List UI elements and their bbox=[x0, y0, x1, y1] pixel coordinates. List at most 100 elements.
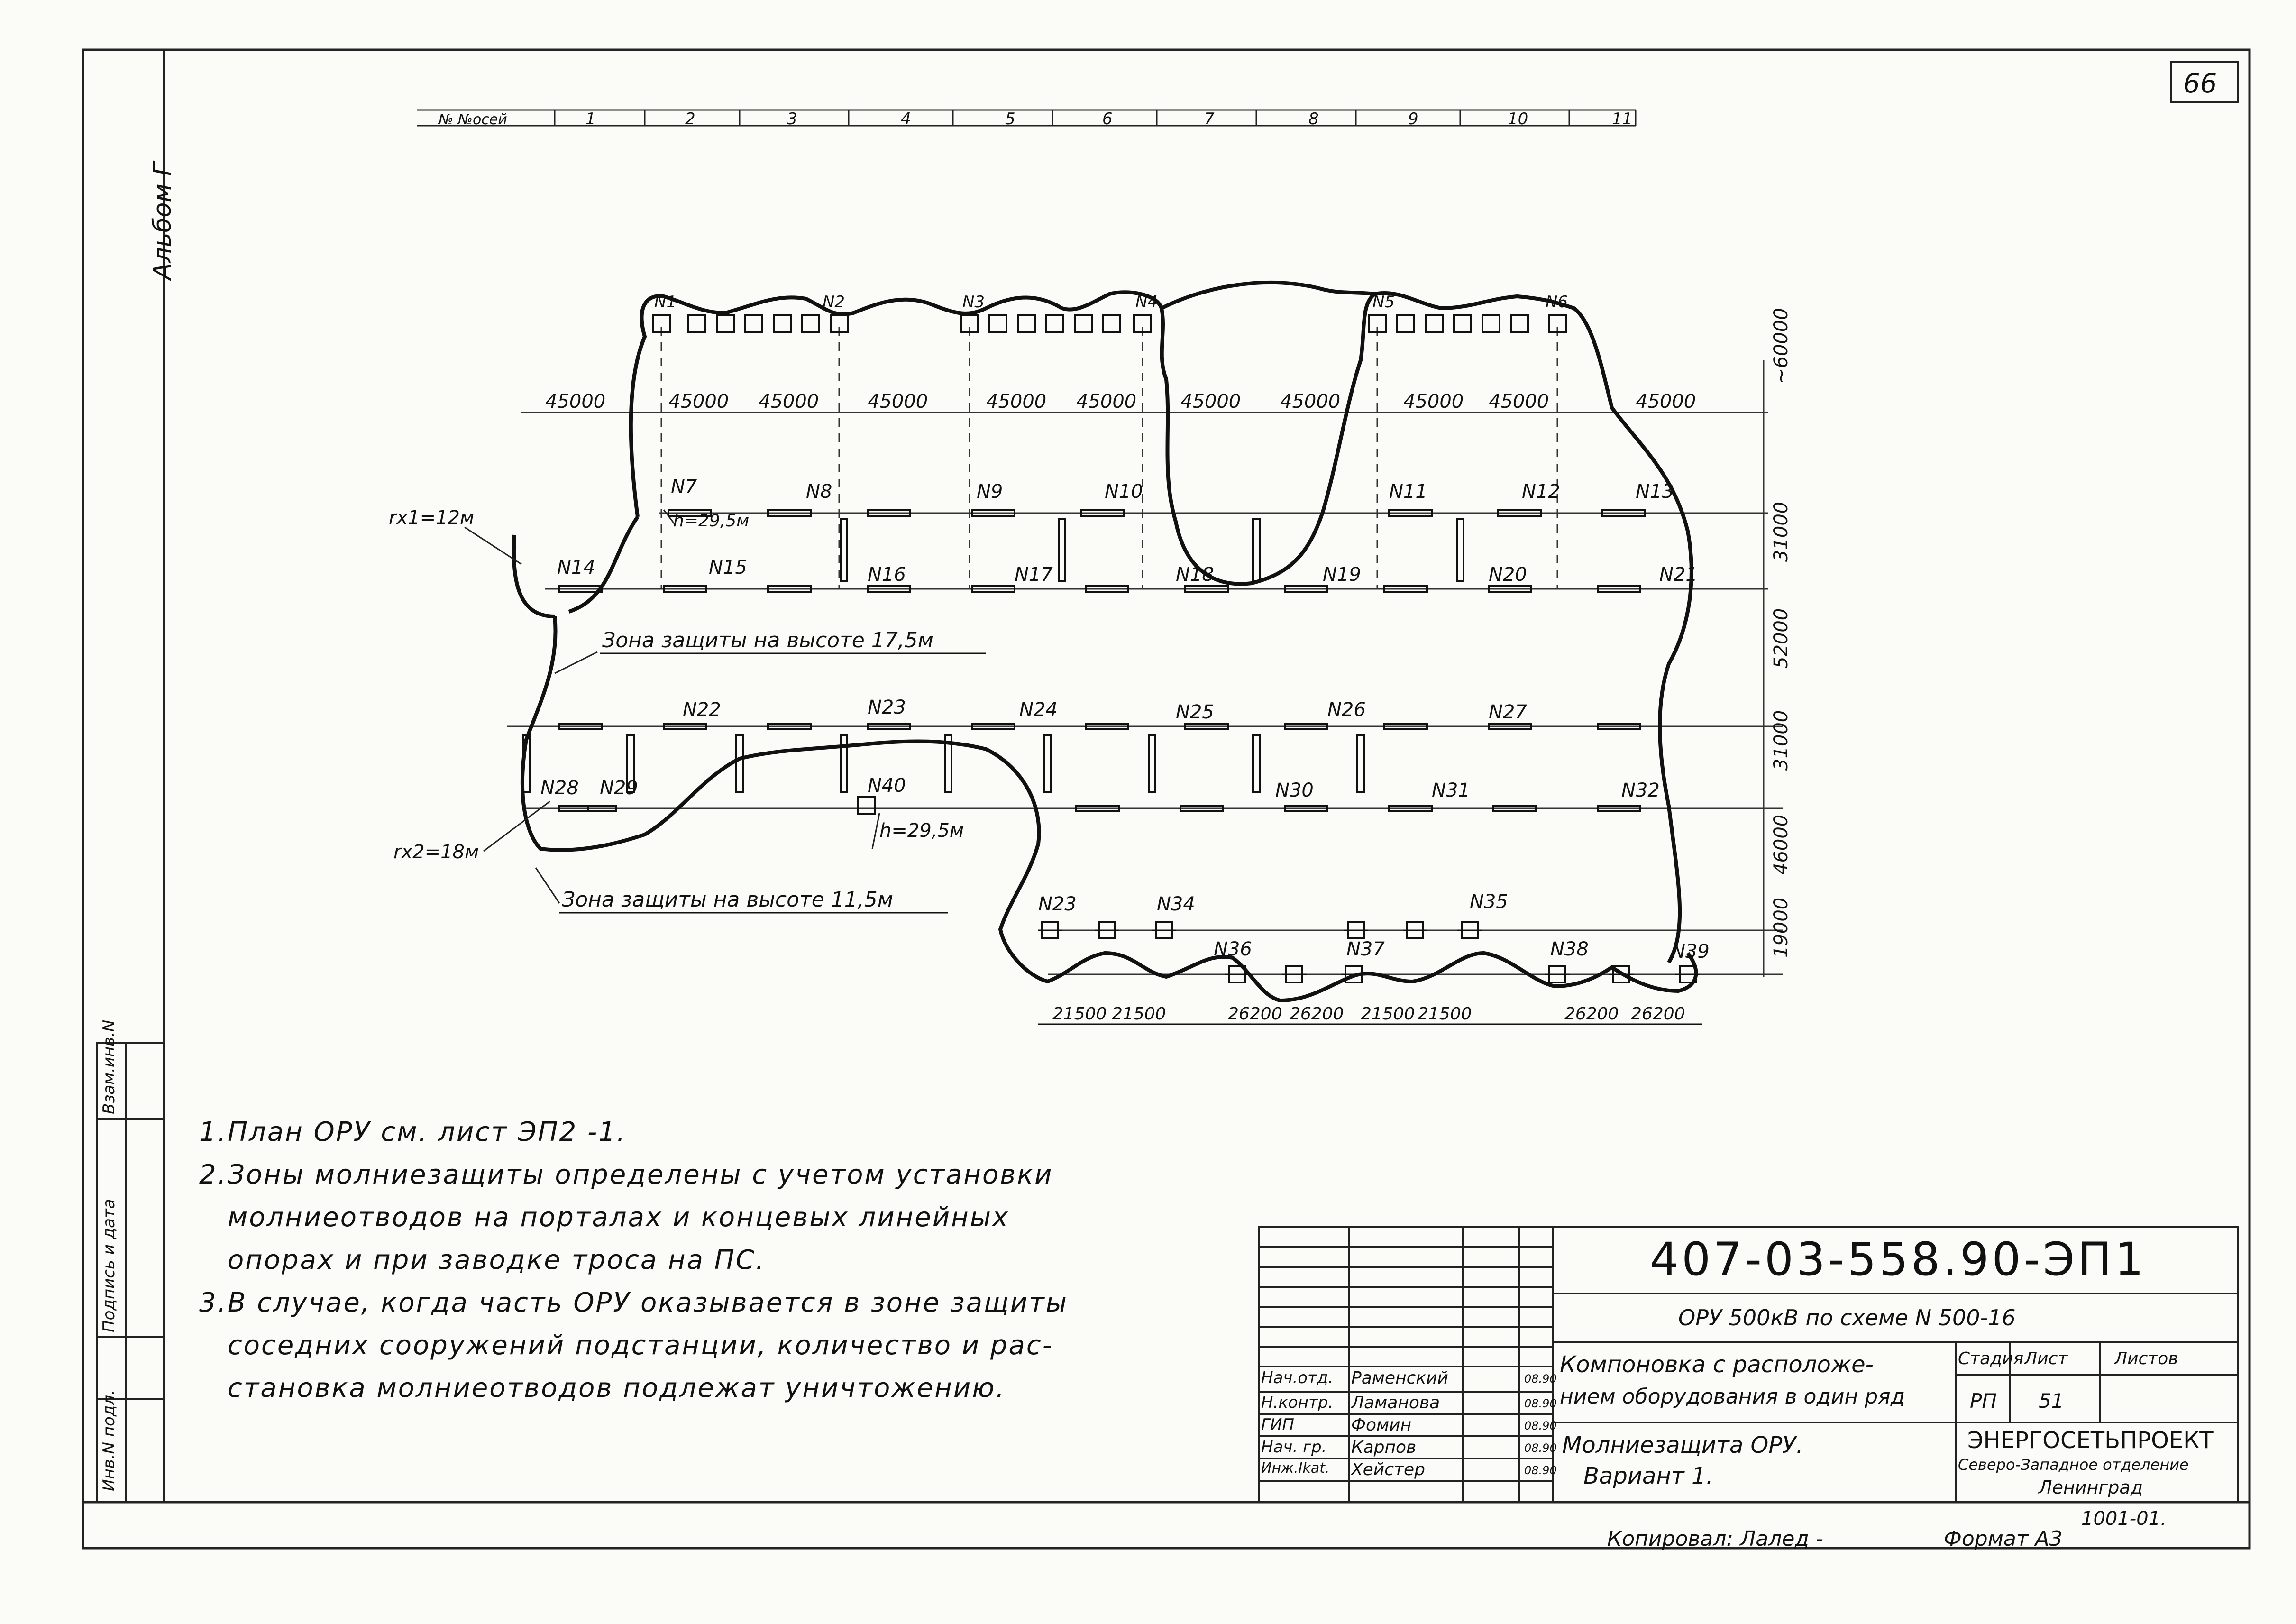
portal-square bbox=[1510, 314, 1529, 333]
radius-label-2: rx2=18м bbox=[393, 841, 479, 863]
rod-label-N11: N11 bbox=[1389, 481, 1427, 503]
bottom-dimension: 26200 bbox=[1564, 1004, 1619, 1024]
vertical-rod bbox=[1356, 734, 1365, 793]
bus-conductor bbox=[558, 723, 603, 730]
bus-conductor bbox=[663, 723, 707, 730]
person-role-5: Инж.Ikat. bbox=[1261, 1460, 1330, 1477]
bottom-dimension: 26200 bbox=[1228, 1004, 1282, 1024]
bus-conductor bbox=[867, 585, 911, 593]
bus-conductor bbox=[1601, 509, 1646, 517]
person-name-2: Ламанова bbox=[1351, 1393, 1440, 1413]
rod-label-N40: N40 bbox=[868, 775, 906, 797]
footer-format: Формат А3 bbox=[1944, 1527, 2063, 1551]
span-label: 45000 bbox=[1180, 391, 1241, 413]
bus-conductor bbox=[1597, 805, 1641, 812]
axis-number-11: 11 bbox=[1612, 110, 1632, 128]
portal-columns bbox=[660, 327, 1558, 588]
bus-conductor bbox=[1085, 723, 1129, 730]
bus-conductor bbox=[1184, 723, 1229, 730]
portal-square bbox=[1368, 314, 1387, 333]
rod-label-N29: N29 bbox=[600, 777, 638, 799]
span-label: 45000 bbox=[1280, 391, 1340, 413]
portal-square bbox=[652, 314, 671, 333]
title-line-1: Компоновка с расположе- bbox=[1560, 1351, 1874, 1378]
portal-square bbox=[1396, 314, 1415, 333]
note-2: 2.Зоны молниезащиты определены с учетом … bbox=[199, 1159, 1053, 1190]
vertical-rod bbox=[1043, 734, 1052, 793]
portal-square bbox=[1425, 314, 1444, 333]
bus-conductor bbox=[587, 805, 617, 812]
note-2-cont1: молниеотводов на порталах и концевых лин… bbox=[228, 1202, 1010, 1233]
vertical-rod bbox=[1058, 518, 1066, 582]
row-dimension: ~60000 bbox=[1770, 308, 1792, 384]
bus-conductor bbox=[1080, 509, 1125, 517]
vertical-rod bbox=[735, 734, 744, 793]
bottom-dimension: 26200 bbox=[1290, 1004, 1344, 1024]
side-stamp-signature: Подпись и дата bbox=[100, 1199, 119, 1332]
note-3-cont1: соседних сооружений подстанции, количест… bbox=[228, 1330, 1053, 1361]
bottom-dimension: 26200 bbox=[1631, 1004, 1685, 1024]
vertical-rod bbox=[944, 734, 952, 793]
album-label: Альбом Г bbox=[148, 160, 177, 281]
portal-square bbox=[687, 314, 706, 333]
doc-code: 407-03-558.90-ЭП1 bbox=[1650, 1233, 2147, 1286]
bus-conductor bbox=[1180, 805, 1224, 812]
bus-conductor bbox=[971, 509, 1015, 517]
rod-label-N7: N7 bbox=[671, 476, 697, 498]
bus-conductor bbox=[668, 509, 712, 517]
row-dimension: 52000 bbox=[1770, 608, 1792, 669]
portal-square bbox=[1482, 314, 1500, 333]
support-label-N37: N37 bbox=[1346, 938, 1385, 960]
bus-conductor bbox=[1284, 805, 1328, 812]
axis-number-6: 6 bbox=[1102, 110, 1113, 128]
rod-label-N17: N17 bbox=[1015, 564, 1053, 586]
bus-conductor bbox=[1383, 585, 1428, 593]
rod-n40-square bbox=[857, 796, 876, 815]
axis-number-4: 4 bbox=[901, 110, 911, 128]
span-label: 45000 bbox=[1636, 391, 1696, 413]
rod-label-N26: N26 bbox=[1327, 699, 1366, 721]
rod-label-N27: N27 bbox=[1489, 701, 1527, 723]
rod-label-N18: N18 bbox=[1176, 564, 1214, 586]
portal-label-N2: N2 bbox=[823, 293, 845, 312]
bus-conductor bbox=[1488, 723, 1532, 730]
axis-number-3: 3 bbox=[787, 110, 797, 128]
bus-conductor bbox=[1497, 509, 1542, 517]
rod-label-N14: N14 bbox=[557, 557, 595, 578]
axis-number-8: 8 bbox=[1308, 110, 1319, 128]
person-date-2: 08.90 bbox=[1524, 1397, 1557, 1410]
bus-conductor bbox=[767, 509, 812, 517]
portal-label-N1: N1 bbox=[654, 293, 677, 312]
vertical-rod bbox=[840, 518, 848, 582]
footer-code: 1001-01. bbox=[2081, 1508, 2167, 1530]
stage-label: Стадия bbox=[1958, 1349, 2024, 1368]
bottom-dimension: 21500 bbox=[1112, 1004, 1166, 1024]
span-label: 45000 bbox=[1403, 391, 1464, 413]
rod-label-N25: N25 bbox=[1176, 701, 1214, 723]
bottom-dimension: 21500 bbox=[1361, 1004, 1415, 1024]
portal-square bbox=[1548, 314, 1567, 333]
note-3: 3.В случае, когда часть ОРУ оказывается … bbox=[199, 1287, 1068, 1318]
bus-conductor bbox=[971, 723, 1015, 730]
span-label: 45000 bbox=[986, 391, 1046, 413]
portal-square bbox=[801, 314, 820, 333]
row-dimension: 31000 bbox=[1770, 502, 1792, 562]
vertical-rod bbox=[626, 734, 635, 793]
portal-square bbox=[716, 314, 735, 333]
stage-value: РП bbox=[1970, 1389, 1997, 1413]
grid bbox=[507, 360, 1783, 977]
side-stamp bbox=[96, 1042, 165, 1503]
rod-label-N23: N23 bbox=[868, 697, 906, 718]
rod-label-N21: N21 bbox=[1659, 564, 1698, 586]
bus-conductor bbox=[1085, 585, 1129, 593]
axis-number-5: 5 bbox=[1005, 110, 1015, 128]
portal-square bbox=[773, 314, 792, 333]
bus-conductor bbox=[1488, 585, 1532, 593]
outer-frame bbox=[82, 48, 2251, 1550]
support-label-N36: N36 bbox=[1214, 938, 1252, 960]
bus-conductor bbox=[1388, 805, 1433, 812]
leader-lines bbox=[464, 509, 880, 904]
vertical-rod bbox=[1058, 518, 1066, 582]
span-label: 45000 bbox=[759, 391, 819, 413]
